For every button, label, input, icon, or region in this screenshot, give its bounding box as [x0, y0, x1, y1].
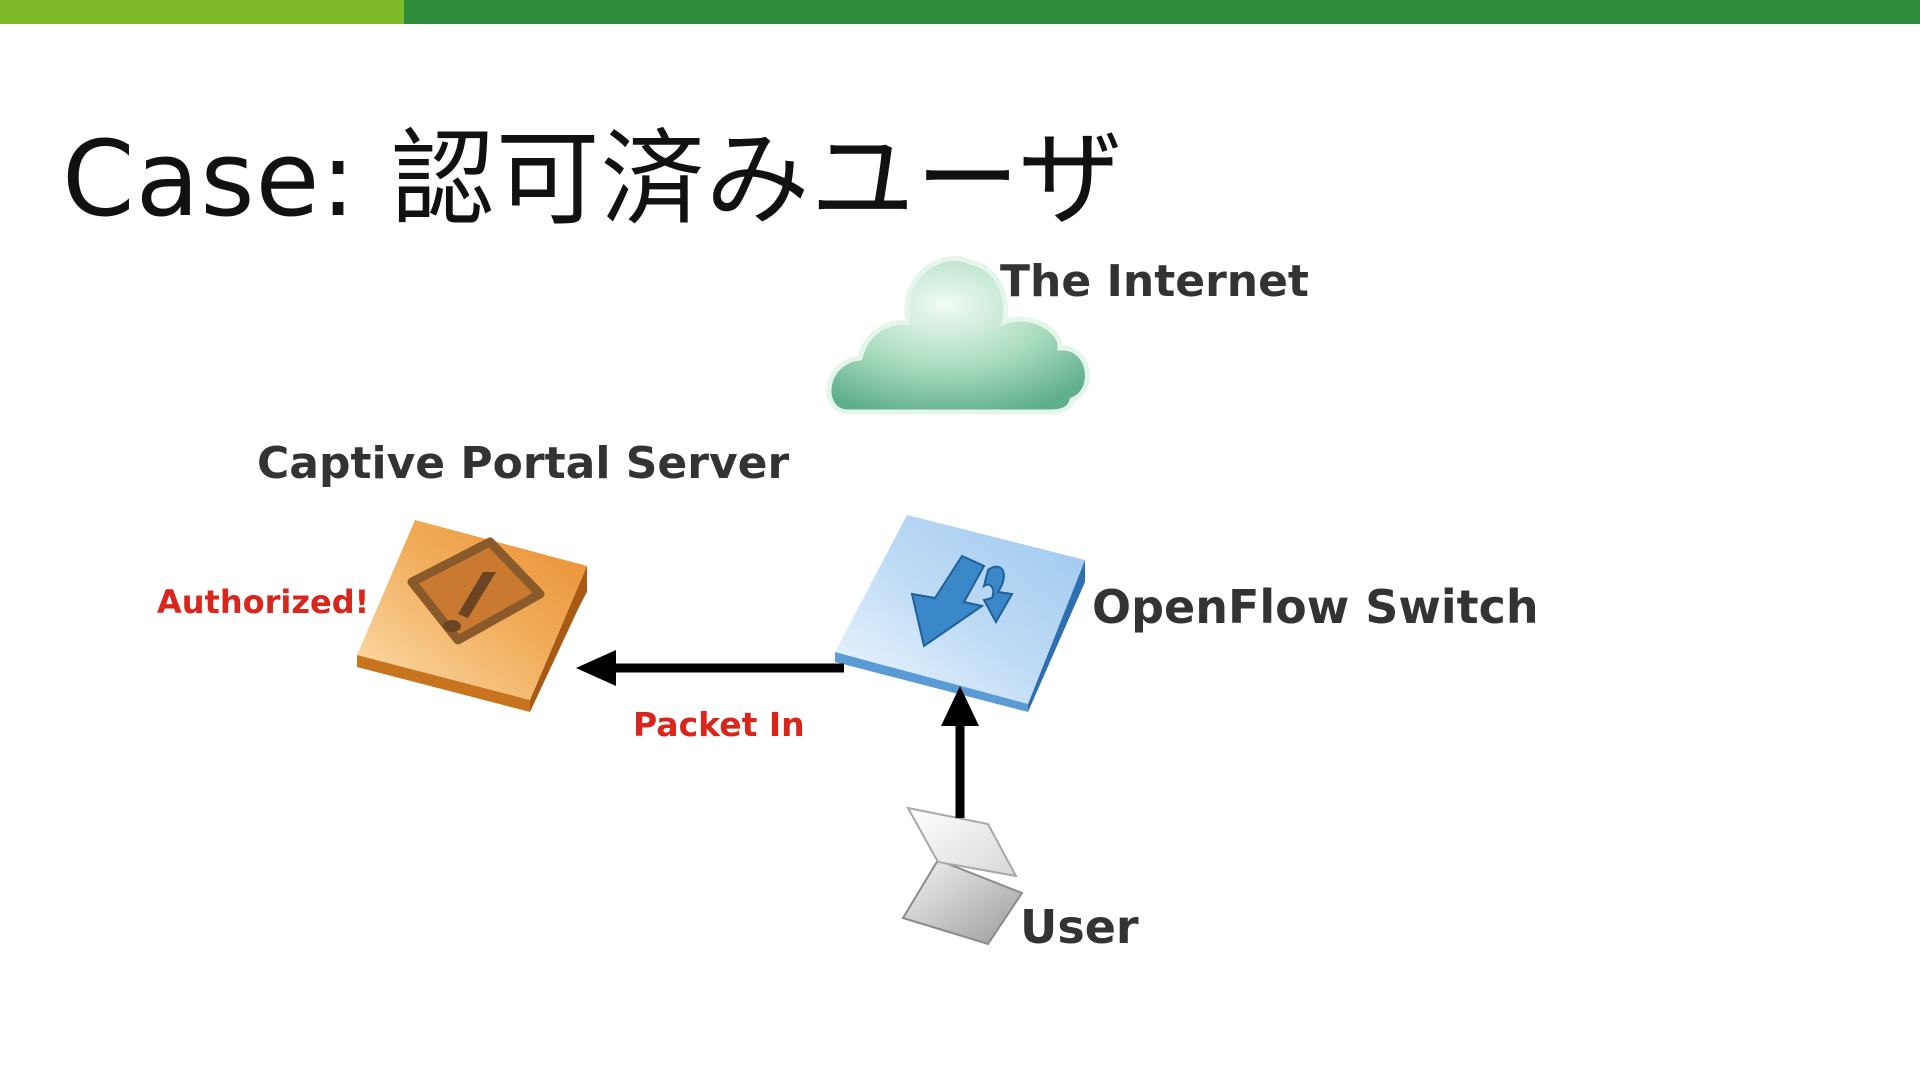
node-label-switch: OpenFlow Switch: [1092, 580, 1539, 634]
arrow-switch-to-portal: [576, 650, 844, 686]
node-label-portal: Captive Portal Server: [257, 438, 790, 489]
warning-server-icon: [357, 520, 587, 712]
top-accent-bar-dark: [404, 0, 1920, 24]
node-label-user: User: [1020, 900, 1139, 954]
cloud-icon: [826, 256, 1090, 415]
edge-label-packet-in: Packet In: [633, 705, 805, 744]
top-accent-bar-light: [0, 0, 404, 24]
openflow-switch-icon: [835, 515, 1085, 712]
arrow-user-to-switch: [941, 686, 979, 818]
slide-title: Case: 認可済みユーザ: [62, 118, 1124, 240]
annotation-authorized: Authorized!: [157, 583, 370, 621]
laptop-icon: [901, 806, 1024, 946]
node-label-internet: The Internet: [1000, 256, 1309, 307]
